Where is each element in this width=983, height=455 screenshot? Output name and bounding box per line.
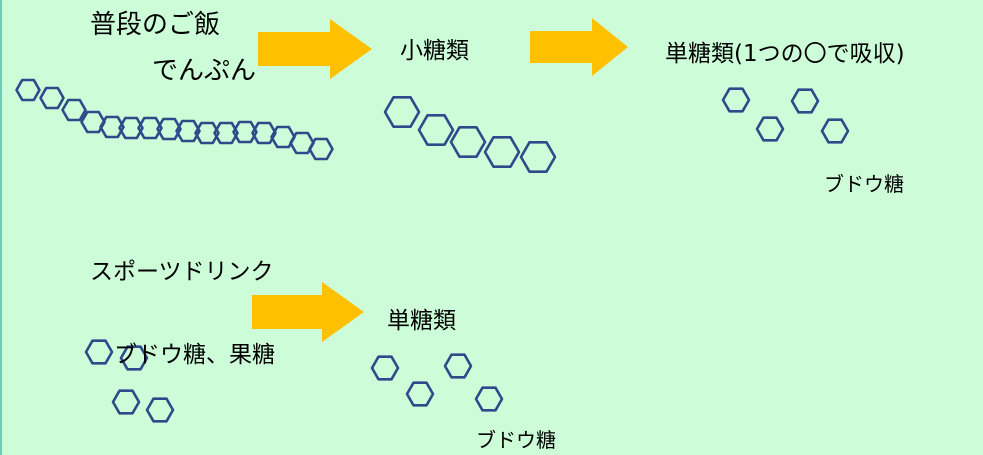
label-monosaccharide-bottom: 単糖類 [387, 308, 456, 334]
oligosaccharide-hexagon-icon [417, 114, 455, 146]
oligosaccharide-hexagon-icon [449, 126, 487, 158]
starch-hexagon-icon [213, 121, 239, 145]
starch-hexagon-icon [289, 131, 315, 155]
food-label-starch: でんぷん [152, 56, 257, 86]
arrow-starch-to-oligo [258, 19, 372, 79]
label-sports-drink: スポーツドリンク [90, 259, 274, 285]
oligosaccharide-hexagon-icon [483, 136, 521, 168]
monosaccharide-hexagon-icon [474, 386, 504, 412]
arrows-group [252, 18, 628, 342]
starch-hexagon-icon [194, 121, 220, 145]
glucose-hexagon-icon [820, 118, 850, 144]
drink-sugar-hexagon-icon [84, 339, 114, 365]
glucose-hexagon-icon [755, 116, 785, 142]
label-oligosaccharide: 小糖類 [400, 38, 469, 64]
monosaccharide-hexagon-icon [443, 353, 473, 379]
food-label-rice: 普段のご飯 [90, 10, 221, 40]
drink-sugar-hexagon-icon [145, 397, 175, 423]
arrow-drink-to-mono [252, 282, 364, 342]
starch-hexagon-icon [251, 121, 277, 145]
oligosaccharide-hexagon-icon [519, 141, 557, 173]
oligosaccharide-hexagon-icon [383, 96, 421, 128]
starch-hexagon-icon [156, 117, 182, 141]
starch-hexagon-icon [15, 78, 41, 102]
drink-sugar-hexagon-icon [111, 389, 141, 415]
glucose-hexagon-icon [790, 88, 820, 114]
starch-hexagon-icon [175, 119, 201, 143]
starch-hexagon-icon [137, 116, 163, 140]
glucose-hexagon-icon [721, 87, 751, 113]
starch-hexagon-icon [80, 110, 106, 134]
starch-hexagon-icon [308, 137, 334, 161]
starch-hexagon-icon [270, 125, 296, 149]
label-glucose-bottom: ブドウ糖 [476, 428, 556, 452]
label-glucose-top: ブドウ糖 [824, 172, 904, 196]
starch-hexagon-icon [61, 98, 87, 122]
drink-sugar-hexagon-icon [119, 345, 149, 371]
arrow-oligo-to-mono [530, 18, 628, 76]
starch-hexagon-icon [118, 116, 144, 140]
monosaccharide-hexagon-icon [405, 381, 435, 407]
hexagons-group [15, 78, 850, 423]
label-glucose-fructose: ブドウ糖、果糖 [114, 342, 275, 368]
starch-hexagon-icon [232, 120, 258, 144]
monosaccharide-hexagon-icon [370, 355, 400, 381]
starch-hexagon-icon [39, 86, 65, 110]
label-monosaccharide-top: 単糖類(1つの〇で吸収) [665, 41, 905, 67]
starch-hexagon-icon [99, 115, 125, 139]
